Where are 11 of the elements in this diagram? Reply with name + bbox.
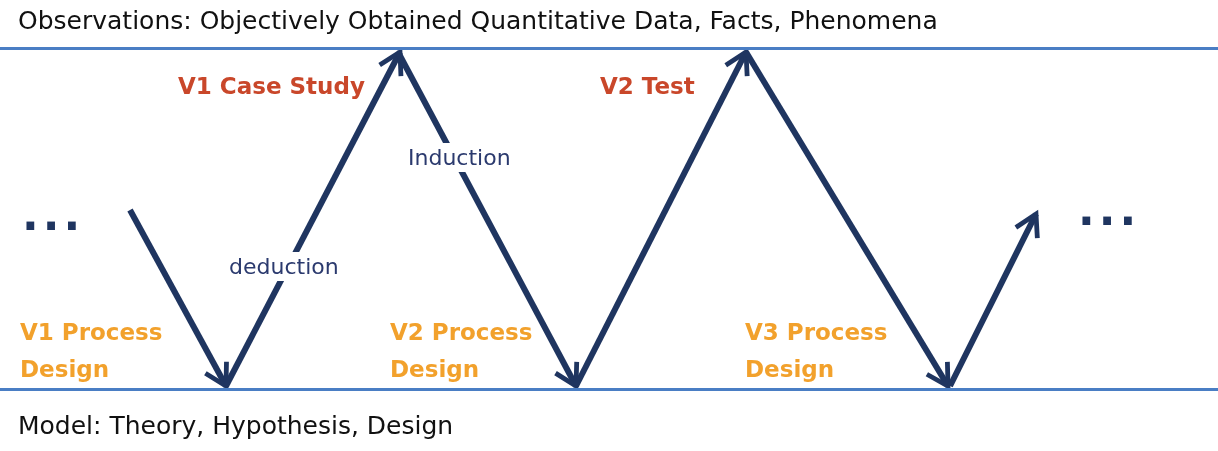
ellipsis: ...: [22, 188, 86, 242]
arrow: [127, 208, 229, 389]
version-label: V2 Test: [600, 72, 696, 101]
band-heading: Observations: Objectively Obtained Quantitative Data, Facts, Phenomena: [18, 6, 938, 35]
band-heading: Model: Theory, Hypothesis, Design: [18, 411, 454, 440]
ellipsis: ...: [1078, 183, 1142, 237]
phase-label: V1 Process Design: [20, 318, 164, 384]
phase-label: V2 Process Design: [390, 318, 534, 384]
phase-label: V3 Process Design: [745, 318, 889, 384]
arrow: [947, 211, 1040, 388]
version-label: V1 Case Study: [178, 72, 366, 101]
